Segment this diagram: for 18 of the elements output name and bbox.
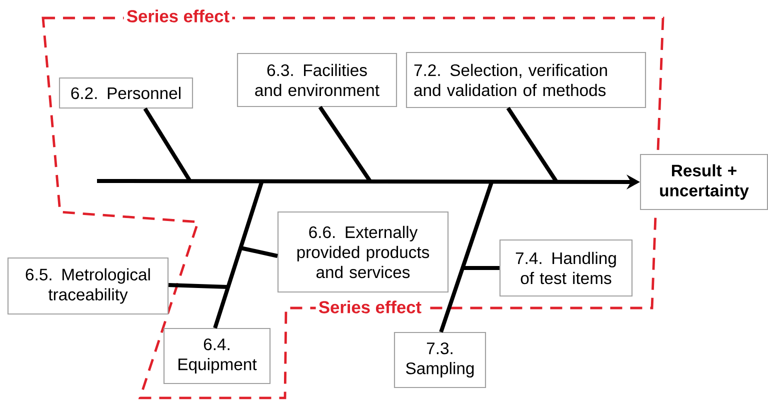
label-box: 6.5. Metrological traceability xyxy=(7,257,169,315)
bone-line xyxy=(463,266,500,270)
label-box: Result + uncertainty xyxy=(640,154,768,210)
bone-line xyxy=(143,107,192,182)
bone-line xyxy=(506,106,558,182)
bone-line xyxy=(318,106,372,182)
bone-line xyxy=(240,246,278,258)
label-box: 7.3. Sampling xyxy=(394,332,486,388)
label-box: 6.6. Externally provided products and services xyxy=(277,211,449,293)
label-box: 6.2. Personnel xyxy=(58,77,194,109)
label-box: 6.4. Equipment xyxy=(163,328,271,384)
effect-label: Series effect xyxy=(316,298,424,316)
label-box: 7.4. Handling of test items xyxy=(499,239,633,297)
bone-line xyxy=(213,180,264,329)
label-box: 6.3. Facilities and environment xyxy=(236,52,398,108)
label-box: 7.2. Selection, verification and validation of methods xyxy=(406,52,646,108)
bone-line xyxy=(168,283,228,289)
effect-label: Series effect xyxy=(124,6,232,26)
